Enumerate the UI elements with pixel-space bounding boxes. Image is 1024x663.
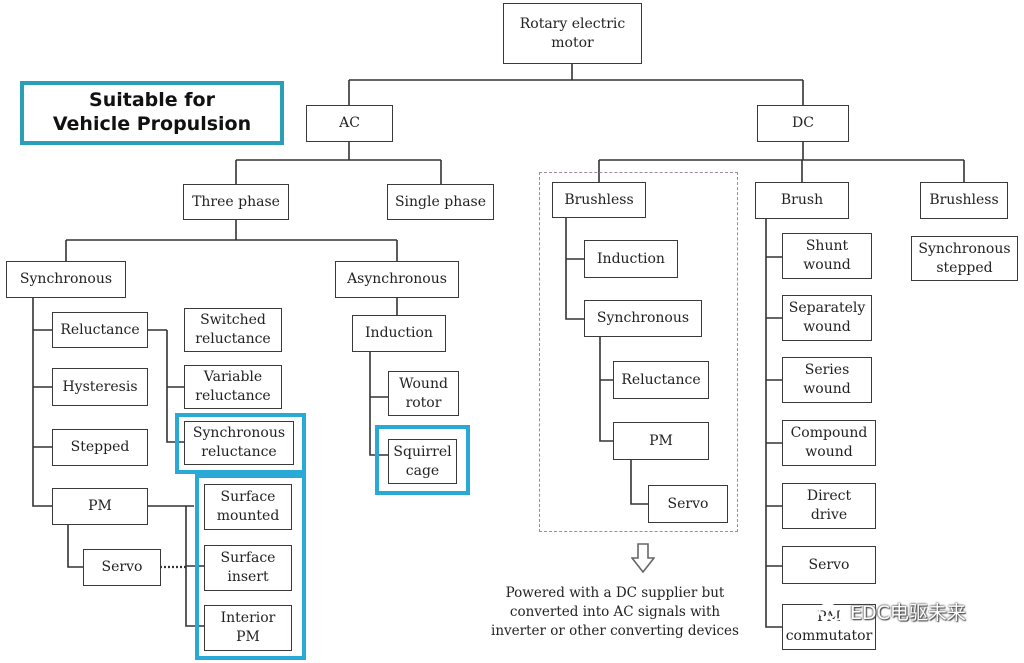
node-label-line: insert — [227, 569, 269, 585]
node-label-line: Separately — [788, 300, 866, 317]
node-squirrel-cage: Squirrel cage — [388, 439, 457, 484]
node-series-wound: Series wound — [782, 357, 872, 403]
node-label-line: reluctance — [195, 331, 271, 347]
down-arrow-icon — [631, 543, 655, 573]
node-wound-rotor: Wound rotor — [388, 371, 459, 416]
node-label-line: wound — [803, 257, 851, 273]
watermark-text: EDC电驱未来 — [850, 602, 966, 624]
node-pm: PM — [52, 488, 148, 525]
node-label-line: Surface — [220, 550, 276, 567]
node-label-line: Compound — [790, 425, 868, 442]
node-surface-mounted: Surface mounted — [204, 484, 292, 530]
node-label-line: Series — [804, 362, 850, 379]
node-label-line: commutator — [785, 628, 873, 644]
node-single-phase: Single phase — [387, 184, 494, 220]
node-dc: DC — [757, 105, 849, 142]
highlight-synchronous-reluctance — [175, 413, 306, 474]
node-label-line: mounted — [216, 508, 280, 524]
node-servo: Servo — [83, 549, 161, 586]
node-direct-drive: Direct drive — [782, 483, 876, 529]
node-dc-pm: PM — [613, 422, 709, 460]
node-dc-brushless-right: Brushless — [920, 182, 1008, 219]
node-separately-wound: Separately wound — [782, 295, 872, 341]
node-hysteresis: Hysteresis — [52, 368, 148, 406]
node-label-line: Synchronous — [192, 425, 286, 442]
node-dc-servo: Servo — [648, 485, 728, 523]
watermark: EDC电驱未来 — [818, 598, 966, 625]
node-label-line: PM — [236, 629, 260, 645]
node-label-line: rotor — [405, 394, 442, 411]
node-compound-wound: Compound wound — [782, 420, 876, 466]
highlight-squirrel-cage — [375, 425, 470, 495]
wechat-icon — [818, 602, 844, 621]
node-surface-insert: Surface insert — [204, 545, 292, 591]
node-synchronous: Synchronous — [6, 261, 126, 298]
node-label-line: reluctance — [201, 444, 277, 460]
node-asynchronous: Asynchronous — [335, 261, 459, 298]
node-induction-ac: Induction — [352, 315, 446, 352]
highlight-pm-group — [195, 474, 306, 660]
node-synchronous-reluctance: Synchronous reluctance — [184, 421, 294, 465]
node-label-line: Interior — [220, 610, 276, 627]
node-dc-brushless-left: Brushless — [552, 182, 646, 218]
node-label-line: Synchronous — [918, 240, 1011, 257]
node-dc-synchronous: Synchronous — [584, 300, 702, 337]
node-label-line: stepped — [936, 259, 993, 276]
node-stepped: Stepped — [52, 429, 148, 466]
node-variable-reluctance: Variable reluctance — [184, 365, 282, 409]
node-brush-servo: Servo — [782, 546, 876, 584]
node-synchronous-stepped: Synchronous stepped — [911, 236, 1018, 281]
legend-line-1: Suitable for — [89, 89, 215, 112]
node-label-line: wound — [803, 381, 851, 397]
node-label-line: Variable — [203, 369, 263, 386]
node-three-phase: Three phase — [183, 184, 289, 220]
node-label-line: Direct — [806, 488, 852, 505]
node-label-line: Squirrel — [393, 443, 452, 460]
node-label-line: cage — [405, 462, 440, 479]
legend-box: Suitable for Vehicle Propulsion — [20, 81, 284, 145]
note-line-3: inverter or other converting devices — [491, 622, 739, 639]
node-label-line: wound — [803, 319, 851, 335]
node-ac: AC — [306, 105, 393, 142]
node-reluctance: Reluctance — [52, 312, 148, 348]
note-line-2: converted into AC signals with — [509, 603, 721, 620]
node-label-line: wound — [805, 444, 853, 460]
node-label-line: Surface — [220, 489, 276, 506]
node-shunt-wound: Shunt wound — [782, 233, 872, 279]
legend-line-2: Vehicle Propulsion — [52, 113, 252, 135]
node-label-line: Switched — [200, 312, 266, 329]
node-dc-reluctance: Reluctance — [613, 361, 709, 399]
node-label-line: Shunt — [805, 238, 849, 255]
node-label-line: Wound — [399, 375, 448, 392]
node-label-line: drive — [810, 507, 848, 523]
dc-brushless-dashed-group — [539, 172, 738, 532]
brushless-note: Powered with a DC supplier but converted… — [470, 584, 760, 641]
node-switched-reluctance: Switched reluctance — [184, 308, 282, 352]
node-dc-induction: Induction — [584, 240, 678, 278]
node-label-line: reluctance — [195, 388, 271, 404]
node-brush: Brush — [755, 182, 849, 219]
node-label-line: motor — [551, 34, 594, 51]
node-label-line: Rotary electric — [519, 15, 626, 32]
node-rotary-electric-motor: Rotary electric motor — [503, 3, 642, 64]
note-line-1: Powered with a DC supplier but — [505, 585, 725, 601]
